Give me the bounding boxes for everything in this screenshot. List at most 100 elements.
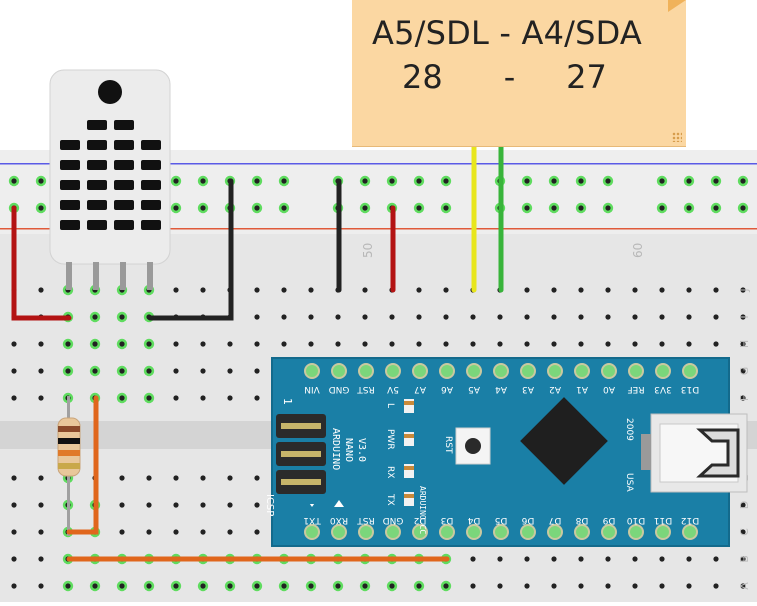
arduino-header-pin-top [655, 363, 671, 379]
grid-hole [740, 529, 746, 535]
rail-line-blue [0, 163, 757, 165]
grid-hole [713, 341, 719, 347]
grid-hole [524, 287, 530, 293]
grid-hole [227, 529, 233, 535]
grid-hole [173, 475, 179, 481]
arduino-header-pin-top [304, 363, 320, 379]
grid-hole [173, 287, 179, 293]
arduino-header-pin-bottom [547, 524, 563, 540]
grid-hole [281, 341, 287, 347]
pin-mapping-note: A5/SDL - A4/SDA 28 - 27 [352, 0, 686, 147]
grid-hole [200, 368, 206, 374]
arduino-pin-label: 3V3 [654, 384, 672, 394]
grid-hole [740, 287, 746, 293]
grid-hole [686, 556, 692, 562]
dht-pin-1 [66, 262, 72, 290]
arduino-header-pin-top [628, 363, 644, 379]
grid-hole [524, 341, 530, 347]
grid-hole [38, 583, 44, 589]
grid-hole [146, 529, 152, 535]
led-tx-label: TX [385, 493, 395, 506]
reset-label: RST [443, 436, 453, 454]
grid-hole [38, 341, 44, 347]
grid-hole [389, 583, 395, 589]
grid-hole [632, 314, 638, 320]
grid-hole [578, 287, 584, 293]
arduino-header-pin-top [412, 363, 428, 379]
grid-hole [227, 395, 233, 401]
arduino-pin-label: RX0 [330, 515, 348, 525]
grid-hole [227, 368, 233, 374]
arduino-header-pin-top [574, 363, 590, 379]
year-label: 2009 [624, 418, 634, 441]
grid-hole [605, 314, 611, 320]
led-l-label: L [385, 403, 395, 408]
grid-hole [146, 341, 152, 347]
note-resize-grip[interactable] [672, 132, 682, 142]
grid-hole [416, 583, 422, 589]
arduino-header-pin-top [439, 363, 455, 379]
grid-hole [335, 341, 341, 347]
arduino-header-pin-bottom [520, 524, 536, 540]
row-label: J [738, 288, 751, 292]
row-label: A [738, 582, 751, 590]
grid-hole [146, 475, 152, 481]
row-label: G [738, 367, 751, 376]
resistor [57, 396, 81, 536]
dht-mount-hole [98, 80, 122, 104]
arduino-pin-label: D4 [467, 515, 480, 525]
arduino-pin-label: A6 [441, 384, 453, 394]
grid-hole [281, 314, 287, 320]
grid-hole [200, 287, 206, 293]
grid-hole [92, 368, 98, 374]
grid-hole [632, 556, 638, 562]
grid-hole [119, 475, 125, 481]
dht-sensor-body [49, 69, 171, 265]
grid-hole [362, 287, 368, 293]
grid-hole [38, 368, 44, 374]
arduino-pin-label: D6 [521, 515, 534, 525]
arduino-pin-label: A2 [549, 384, 561, 394]
grid-hole [254, 502, 260, 508]
grid-hole [11, 529, 17, 535]
arduino-header-pin-bottom [304, 524, 320, 540]
arduino-header-pin-bottom [439, 524, 455, 540]
arduino-header-pin-bottom [412, 524, 428, 540]
grid-hole [173, 395, 179, 401]
note-line-pins: A5/SDL - A4/SDA [372, 14, 643, 52]
grid-hole [38, 502, 44, 508]
wire-orange-dht-data [66, 395, 99, 535]
arduino-pin-label: D7 [549, 515, 562, 525]
grid-hole [443, 341, 449, 347]
arduino-header-pin-top [601, 363, 617, 379]
grid-hole [227, 341, 233, 347]
grid-hole [11, 368, 17, 374]
arduino-header-pin-bottom [331, 524, 347, 540]
arduino-header-pin-top [520, 363, 536, 379]
arduino-header-pin-bottom [466, 524, 482, 540]
grid-hole [11, 341, 17, 347]
arduino-pin-label: TX1 [303, 515, 321, 525]
grid-hole [362, 583, 368, 589]
column-label-60: 60 [631, 243, 645, 258]
arduino-header-pin-bottom [628, 524, 644, 540]
grid-hole [92, 314, 98, 320]
grid-hole [605, 556, 611, 562]
arduino-pin-label: D8 [575, 515, 588, 525]
breadboard-labels: 50 60 [361, 243, 645, 258]
arduino-header-pin-top [358, 363, 374, 379]
reset-button[interactable] [455, 427, 491, 465]
grid-hole [335, 583, 341, 589]
arduino-header-pin-top [493, 363, 509, 379]
grid-hole [470, 583, 476, 589]
grid-hole [227, 502, 233, 508]
grid-hole [497, 583, 503, 589]
grid-hole [119, 395, 125, 401]
arduino-pin-label: A4 [495, 384, 507, 394]
grid-hole [200, 395, 206, 401]
grid-hole [443, 583, 449, 589]
grid-hole [200, 475, 206, 481]
